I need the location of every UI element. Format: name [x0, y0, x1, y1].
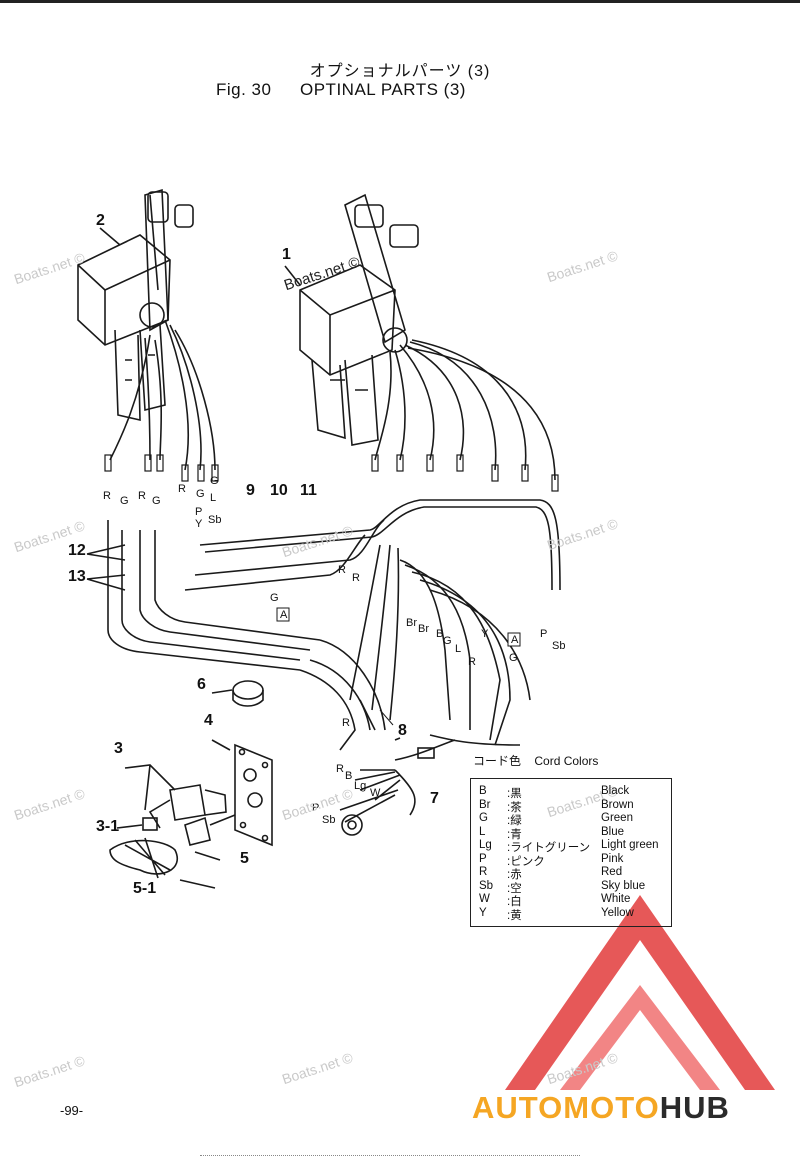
wire-label: G: [210, 475, 219, 487]
callout-5: 5: [240, 850, 249, 867]
legend-jp: :茶: [507, 801, 522, 814]
wire-label: Sb: [552, 640, 566, 652]
wire-label: R: [352, 572, 360, 584]
legend-en: Blue: [601, 825, 625, 838]
wire-label: G: [120, 495, 129, 507]
brand-part-2: HUB: [659, 1090, 730, 1125]
legend-en: Sky blue: [601, 879, 646, 892]
legend-jp: :緑: [507, 815, 522, 827]
callout-10: 10: [270, 482, 288, 499]
legend-jp: :ピンク: [507, 855, 545, 868]
wire-label: G: [270, 592, 279, 604]
callout-6: 6: [197, 676, 206, 693]
callout-3-1: 3-1: [96, 818, 120, 835]
legend-en: Green: [601, 812, 633, 824]
wire-label: Sb: [208, 514, 222, 526]
legend-heading-en: Cord Colors: [534, 754, 599, 768]
legend-en: Brown: [601, 798, 634, 811]
wire-label: Y: [481, 628, 489, 640]
legend-jp: :黒: [507, 788, 522, 800]
legend-en: Pink: [601, 852, 624, 865]
callout-12: 12: [68, 542, 86, 559]
wire-label: P: [195, 506, 203, 518]
callout-5-1: 5-1: [133, 880, 157, 897]
legend-jp: :青: [507, 828, 522, 841]
wire-label: G: [443, 635, 452, 647]
remote-control-box-right: [299, 193, 419, 446]
wire-label: R: [103, 490, 111, 502]
bottom-rule: [200, 1155, 580, 1157]
wire-label: R: [336, 763, 344, 775]
legend-code: Br: [479, 798, 491, 811]
legend-code: B: [479, 785, 487, 797]
legend-code: W: [479, 893, 490, 905]
automotohub-logo-icon: [505, 895, 775, 1090]
legend-code: Lg: [479, 839, 492, 851]
callout-2: 2: [96, 212, 105, 229]
legend-code: G: [479, 812, 488, 824]
wire-label: R: [468, 656, 476, 668]
legend-en: Black: [601, 785, 630, 797]
key-3-1: [142, 817, 158, 831]
wire-label: G: [196, 488, 205, 500]
brand-wordmark: AUTOMOTOHUB: [472, 1090, 730, 1126]
legend-en: Light green: [601, 839, 659, 851]
figure-number: Fig. 30: [216, 80, 272, 99]
callout-7: 7: [430, 790, 439, 807]
wire-label: B: [436, 628, 444, 640]
wire-label: W: [370, 787, 381, 799]
wire-label: Sb: [322, 814, 336, 826]
legend-jp: :赤: [507, 869, 522, 881]
legend-jp: :ライトグリーン: [507, 842, 591, 854]
cord-color-legend: B :黒 Black Br :茶 Brown G :緑 Green L :青 B…: [470, 778, 672, 927]
wire-label: G: [509, 652, 518, 664]
legend-code: Sb: [479, 879, 494, 892]
wire-label: R: [178, 483, 186, 495]
wire-label: R: [338, 564, 346, 576]
connector-tag-a: A: [511, 634, 519, 646]
callout-13: 13: [68, 568, 86, 585]
legend-jp: :黄: [507, 909, 522, 922]
brand-part-1: AUTOMOTO: [472, 1090, 660, 1125]
figure-title: OPTINAL PARTS (3): [300, 80, 466, 99]
wire-label: G: [152, 495, 161, 507]
main-switch: [148, 784, 227, 829]
legend-en: Yellow: [601, 906, 634, 919]
callout-1: 1: [282, 246, 291, 263]
wire-label: Br: [418, 623, 429, 635]
legend-jp: :空: [507, 882, 522, 895]
callout-11: 11: [300, 482, 317, 499]
wire-label: Lg: [354, 780, 367, 792]
legend-code: Y: [479, 906, 487, 919]
wire-label: L: [210, 492, 217, 504]
legend-code: L: [479, 825, 486, 838]
callout-8: 8: [398, 722, 407, 739]
mounting-plate: [234, 743, 273, 847]
wire-label: P: [540, 628, 548, 640]
callout-4: 4: [204, 712, 213, 729]
legend-heading-jp: コード色: [473, 754, 522, 768]
callout-3: 3: [114, 740, 123, 757]
wire-label: Br: [406, 617, 417, 629]
wire-label: P: [312, 802, 320, 814]
legend-heading: コード色 Cord Colors: [473, 752, 608, 769]
connector-tag-a: A: [280, 609, 288, 621]
legend-en: Red: [601, 866, 623, 878]
wire-label: R: [138, 490, 146, 502]
legend-en: White: [601, 893, 631, 905]
top-rule: [0, 0, 800, 3]
wire-label: B: [345, 770, 353, 782]
legend-code: P: [479, 852, 487, 865]
legend-code: R: [479, 866, 488, 878]
wire-label: R: [342, 717, 350, 729]
wire-label: Y: [195, 518, 203, 530]
wire-label: L: [455, 643, 462, 655]
title-japanese: オプショナルパーツ (3): [309, 63, 491, 80]
callout-9: 9: [246, 482, 255, 499]
page-number: -99-: [60, 1103, 84, 1118]
legend-jp: :白: [507, 896, 522, 908]
